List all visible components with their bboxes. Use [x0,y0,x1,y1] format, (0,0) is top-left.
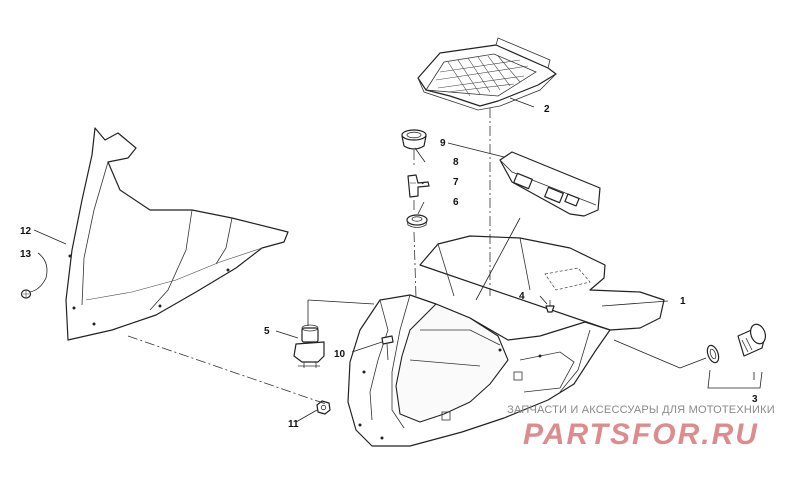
callout-7: 7 [453,177,459,188]
callout-2: 2 [544,104,550,115]
power-outlet [706,323,767,364]
callout-12: 12 [20,226,32,237]
callout-11: 11 [288,419,299,430]
callout-13: 13 [20,249,32,260]
callout-labels: 1 2 3 4 5 6 7 8 9 10 11 12 13 [20,104,758,430]
instrument-panel [499,151,601,217]
callout-3: 3 [752,394,758,405]
callout-6: 6 [453,197,459,208]
callout-1: 1 [680,296,686,307]
bezel-nut [406,214,428,228]
leader-lines [29,97,763,423]
callout-9: 9 [440,138,446,149]
screw-13 [20,289,32,299]
ignition-key [407,174,430,198]
clip-4 [545,300,555,313]
callout-5: 5 [264,326,270,337]
nut-11 [316,400,331,415]
key-cylinder-cap [401,129,427,150]
front-nose-cowl [347,235,665,447]
alignment-lines [127,108,491,405]
ignition-switch [293,324,325,368]
callout-8: 8 [453,157,459,168]
storage-net-tray [417,37,557,111]
windshield [65,127,289,341]
bolt-10 [381,335,394,361]
callout-10: 10 [334,349,346,360]
callout-4: 4 [519,291,525,302]
